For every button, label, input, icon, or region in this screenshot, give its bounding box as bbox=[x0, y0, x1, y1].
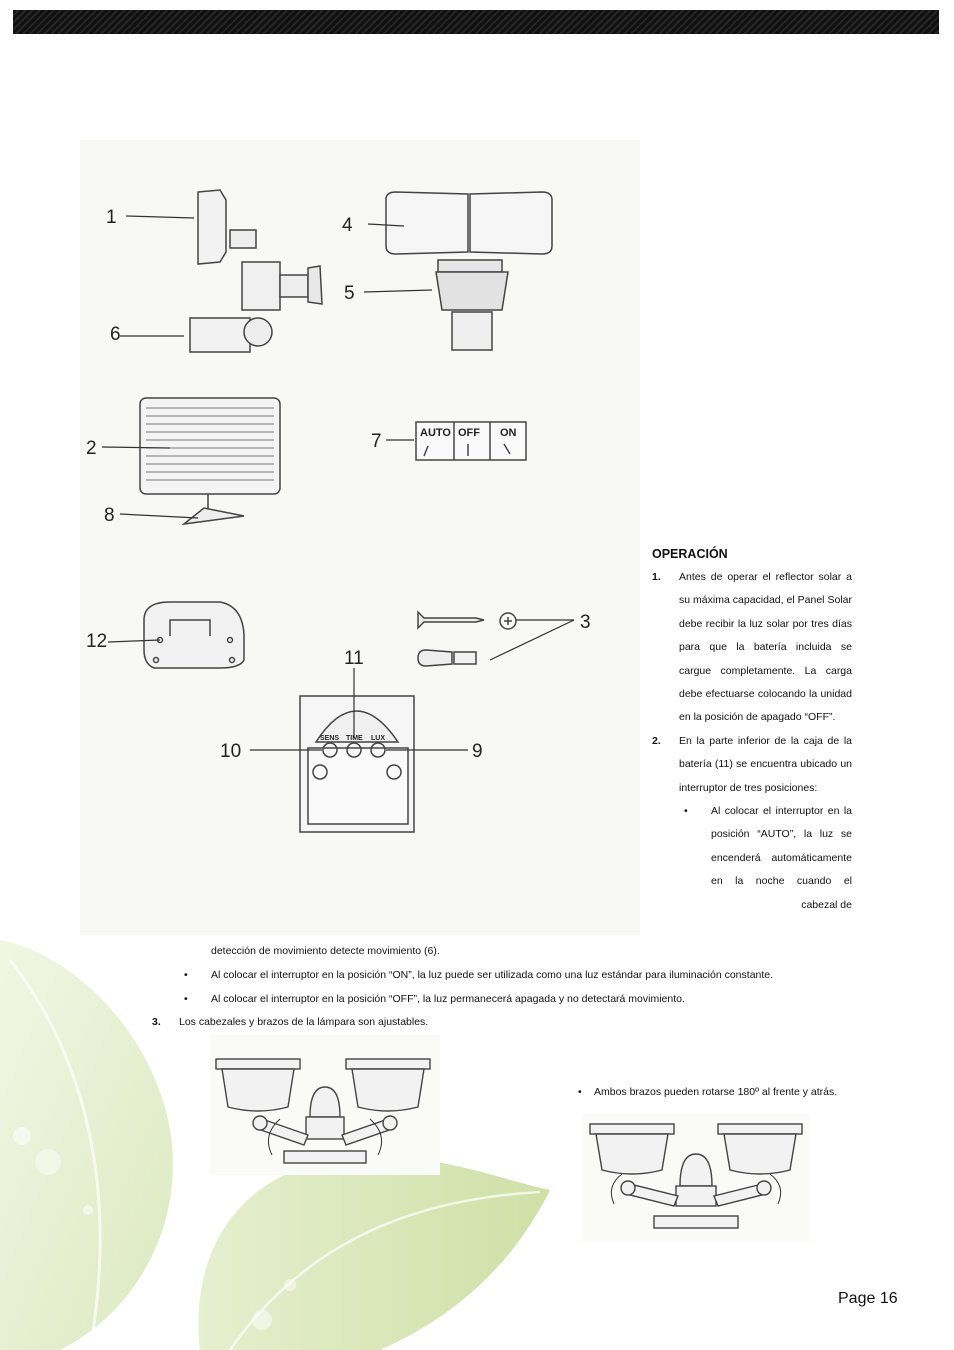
bullet-marker: • bbox=[184, 969, 188, 981]
label-part-2: 2 bbox=[86, 438, 97, 459]
operation-steps: 1. Antes de operar el reflector solar a … bbox=[652, 566, 852, 917]
bullet-auto-continuation: detección de movimiento detecte movimien… bbox=[211, 945, 440, 957]
step-3-text: Los cabezales y brazos de la lámpara son… bbox=[179, 1016, 429, 1028]
label-part-6: 6 bbox=[110, 324, 121, 345]
bullet-auto: • Al colocar el interruptor en la posici… bbox=[652, 800, 852, 917]
bullet-marker: • bbox=[184, 993, 188, 1005]
switch-label-on: ON bbox=[500, 427, 517, 439]
step-2-number: 2. bbox=[652, 734, 661, 747]
label-part-8: 8 bbox=[104, 505, 115, 526]
label-part-7: 7 bbox=[371, 431, 382, 452]
label-part-10: 10 bbox=[220, 741, 241, 762]
bullet-marker: • bbox=[578, 1086, 582, 1098]
step-1-number: 1. bbox=[652, 571, 661, 583]
header-bar bbox=[13, 10, 939, 34]
label-part-4: 4 bbox=[342, 215, 353, 236]
label-part-1: 1 bbox=[106, 207, 117, 228]
switch-label-auto: AUTO bbox=[420, 427, 451, 439]
lamp-adjust-front-svg bbox=[215, 1058, 431, 1164]
lamp-adjust-diagram-front bbox=[210, 1035, 440, 1175]
parts-diagram: 1 2 3 4 5 6 7 8 9 10 11 12 AUTO OFF ON S… bbox=[80, 140, 640, 935]
parts-diagram-svg: 1 2 3 4 5 6 7 8 9 10 11 12 AUTO OFF ON S… bbox=[86, 189, 591, 833]
bullet-rotate: • Ambos brazos pueden rotarse 180º al fre… bbox=[578, 1082, 837, 1102]
step-3-number: 3. bbox=[152, 1016, 161, 1028]
lamp-adjust-rotate-svg bbox=[589, 1123, 803, 1229]
label-part-9: 9 bbox=[472, 741, 483, 762]
label-part-5: 5 bbox=[344, 283, 355, 304]
leaf-background-illustration bbox=[0, 940, 550, 1350]
bullet-rotate-text: Ambos brazos pueden rotarse 180º al fren… bbox=[594, 1086, 838, 1098]
label-part-3: 3 bbox=[580, 612, 591, 633]
bullet-off-text: Al colocar el interruptor en la posición… bbox=[211, 993, 685, 1005]
step-2-text: En la parte inferior de la caja de la ba… bbox=[679, 734, 852, 794]
label-part-12: 12 bbox=[86, 631, 107, 652]
switch-label-off: OFF bbox=[458, 427, 480, 439]
page-number: Page 16 bbox=[838, 1290, 898, 1307]
bullet-marker: • bbox=[684, 805, 688, 818]
knob-label-lux: LUX bbox=[371, 735, 385, 742]
knob-label-sens: SENS bbox=[320, 735, 339, 742]
step-1: 1. Antes de operar el reflector solar a … bbox=[652, 566, 852, 730]
step-2: 2. En la parte inferior de la caja de la… bbox=[652, 730, 852, 800]
lamp-adjust-diagram-rotate bbox=[582, 1114, 810, 1242]
section-title-operation: OPERACIÓN bbox=[652, 547, 728, 561]
step-1-text: Antes de operar el reflector solar a su … bbox=[679, 571, 852, 724]
bullet-on-text: Al colocar el interruptor en la posición… bbox=[211, 969, 774, 981]
step-3: 3. Los cabezales y brazos de la lámpara s… bbox=[152, 1012, 428, 1032]
bullet-auto-text: Al colocar el interruptor en la posición… bbox=[711, 805, 852, 911]
label-part-11: 11 bbox=[344, 648, 364, 669]
knob-label-time: TIME bbox=[346, 735, 363, 742]
